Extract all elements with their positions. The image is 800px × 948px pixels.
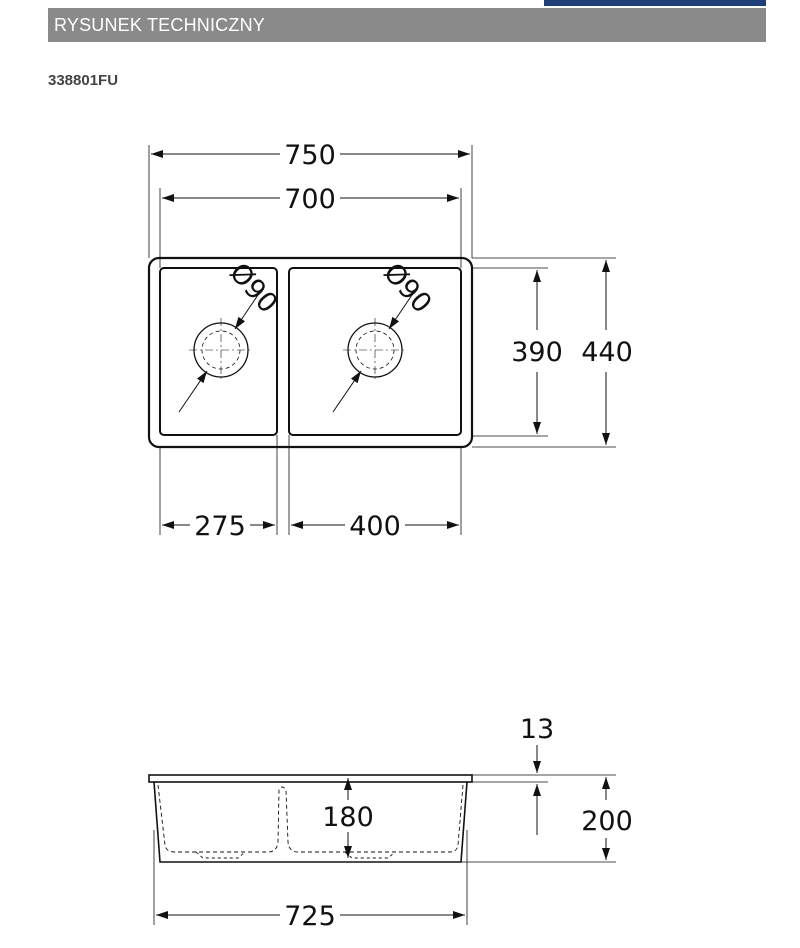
left-drain (178, 288, 263, 413)
side-view (148, 745, 616, 925)
dim-700-label: 700 (284, 184, 336, 215)
sink-rim (148, 774, 473, 783)
dim-13-label: 13 (520, 714, 554, 745)
right-drain (332, 288, 417, 413)
dim-725-label: 725 (284, 901, 336, 932)
dim-440-label: 440 (581, 337, 633, 368)
dim-390-label: 390 (511, 337, 563, 368)
dim-180-label: 180 (322, 802, 374, 833)
dim-200-label: 200 (581, 806, 633, 837)
brand-accent-bar (544, 0, 766, 6)
dim-750-label: 750 (284, 140, 336, 171)
sink-outline (147, 256, 474, 449)
section-title: RYSUNEK TECHNICZNY (54, 15, 265, 35)
dim-400-label: 400 (349, 511, 401, 542)
product-code: 338801FU (48, 72, 119, 89)
sink-body (153, 781, 468, 863)
drain-right-label: Ø90 (377, 257, 437, 319)
drain-left-label: Ø90 (223, 257, 283, 319)
section-header: RYSUNEK TECHNICZNY (48, 8, 766, 42)
dim-275-label: 275 (194, 511, 246, 542)
top-view (147, 145, 616, 535)
